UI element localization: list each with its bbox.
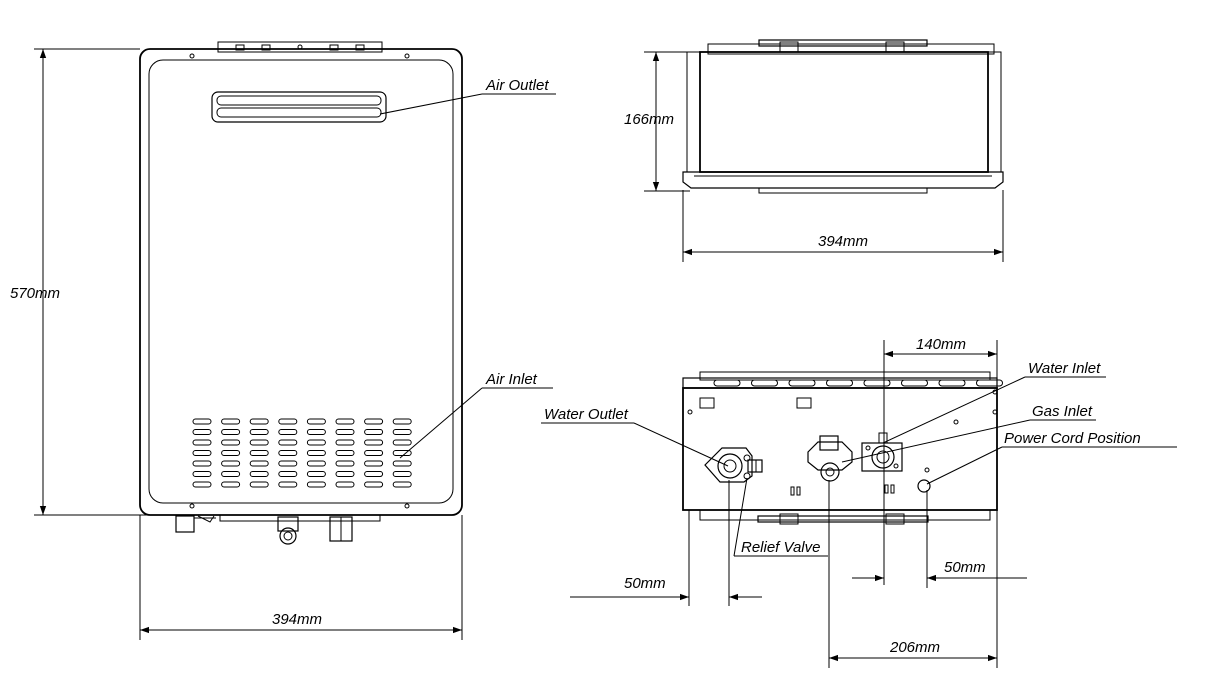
front-view (139, 41, 463, 545)
vent-slot (306, 439, 326, 446)
vent-slot (306, 460, 326, 467)
vent-slot (335, 439, 355, 446)
vent-slot (221, 429, 241, 435)
vent-slot (249, 471, 269, 477)
vent-slot (249, 418, 269, 425)
dim-50-right-label: 50mm (944, 559, 986, 576)
vent-slot (392, 471, 412, 477)
vent-slot (335, 460, 355, 467)
air-outlet-label: Air Outlet (485, 77, 549, 94)
vent-slot (249, 481, 269, 488)
vent-slot (278, 460, 298, 467)
gas-inlet-fitting (861, 432, 903, 472)
vent-slot (192, 418, 212, 425)
vent-slot (364, 460, 384, 467)
vent-slot (278, 439, 298, 446)
vent-slot (221, 439, 241, 446)
vent-slot (364, 471, 384, 477)
vent-slot (278, 418, 298, 425)
rail-slot (788, 379, 816, 387)
water-inlet-label: Water Inlet (1028, 360, 1101, 377)
vent-slot (192, 481, 212, 488)
vent-slot (192, 439, 212, 446)
vent-slot (249, 429, 269, 435)
front-dimensions: 570mm 394mm (10, 48, 463, 640)
vent-slot (392, 418, 412, 425)
vent-slot (249, 450, 269, 456)
front-height-label: 570mm (10, 285, 60, 302)
vent-slot (306, 471, 326, 477)
front-casing-inner (148, 59, 454, 504)
rail-slot (976, 379, 1003, 387)
top-depth-label: 166mm (624, 111, 674, 128)
top-dimensions: 166mm 394mm (624, 51, 1004, 262)
rail-slot (863, 379, 891, 387)
vent-slot (335, 429, 355, 435)
water-outlet-fitting (704, 447, 763, 483)
vent-slot (278, 450, 298, 456)
vent-slot (392, 481, 412, 488)
relief-valve-label: Relief Valve (741, 539, 820, 556)
vent-slot (392, 460, 412, 467)
dim-206-label: 206mm (889, 639, 940, 656)
bottom-callouts: Water Outlet Water Inlet Gas Inlet Power… (541, 360, 1177, 557)
top-view (682, 39, 1004, 194)
rail-slot (901, 379, 928, 387)
vent-slot (192, 429, 212, 435)
vent-slot (392, 429, 412, 435)
air-inlet-label: Air Inlet (485, 371, 538, 388)
power-cord-hole (917, 479, 931, 493)
vent-slot (364, 439, 384, 446)
vent-slot (249, 460, 269, 467)
vent-slot (364, 450, 384, 456)
vent-slot (364, 481, 384, 488)
rail-slot (938, 379, 966, 387)
air-inlet-vents (192, 418, 412, 488)
vent-slot (221, 418, 241, 425)
vent-slot (278, 429, 298, 435)
vent-slot (335, 450, 355, 456)
vent-slot (221, 481, 241, 488)
front-width-label: 394mm (272, 611, 322, 628)
top-width-label: 394mm (818, 233, 868, 250)
bottom-dimensions: 140mm 50mm 50mm 206mm (570, 336, 1027, 668)
vent-slot (192, 460, 212, 467)
relief-valve-fitting (807, 435, 853, 482)
front-casing-outer (139, 48, 463, 516)
vent-slot (306, 481, 326, 488)
vent-slot (364, 429, 384, 435)
vent-slot (306, 450, 326, 456)
rail-slot (713, 379, 741, 387)
bottom-slot-row (713, 379, 1003, 387)
vent-slot (192, 450, 212, 456)
water-outlet-label: Water Outlet (544, 406, 629, 423)
vent-slot (392, 439, 412, 446)
top-bracket (217, 41, 383, 53)
vent-slot (335, 481, 355, 488)
vent-slot (306, 429, 326, 435)
bottom-view (682, 371, 1003, 525)
vent-slot (306, 418, 326, 425)
vent-slot (364, 418, 384, 425)
gas-inlet-label: Gas Inlet (1032, 403, 1093, 420)
vent-slot (221, 450, 241, 456)
dim-140-label: 140mm (916, 336, 966, 353)
front-callouts: Air Outlet Air Inlet (379, 77, 556, 459)
air-outlet-grille (211, 91, 387, 123)
vent-slot (335, 418, 355, 425)
dim-50-left-label: 50mm (624, 575, 666, 592)
rail-slot (751, 379, 778, 387)
vent-slot (221, 460, 241, 467)
rail-slot (826, 379, 853, 387)
front-bottom-fittings (175, 514, 381, 545)
vent-slot (278, 481, 298, 488)
vent-slot (249, 439, 269, 446)
power-cord-label: Power Cord Position (1004, 430, 1141, 447)
vent-slot (278, 471, 298, 477)
vent-slot (192, 471, 212, 477)
vent-slot (221, 471, 241, 477)
vent-slot (335, 471, 355, 477)
